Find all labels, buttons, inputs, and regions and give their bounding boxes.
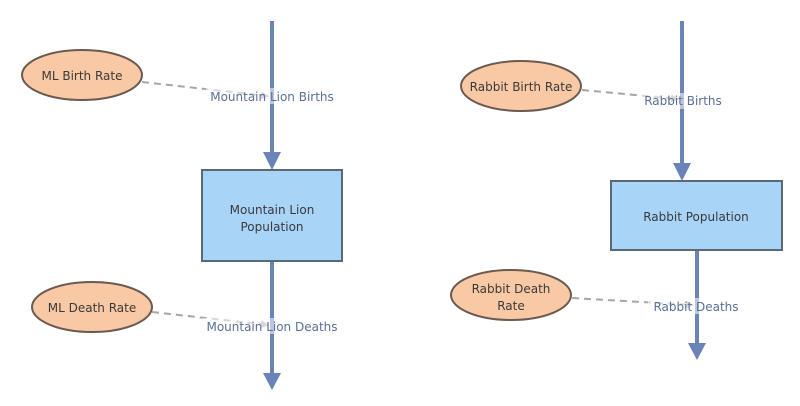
- arrowhead-icon: [688, 343, 706, 360]
- variable-ml-birth-rate[interactable]: ML Birth Rate: [21, 49, 143, 101]
- svg-text:Rate: Rate: [497, 299, 525, 313]
- svg-text:Population: Population: [240, 220, 303, 234]
- svg-text:Rabbit Births: Rabbit Births: [644, 94, 722, 108]
- stock-ml-population[interactable]: Mountain Lion Population: [201, 169, 343, 262]
- arrowhead-icon: [673, 163, 691, 181]
- flow-label-ml-deaths: Mountain Lion Deaths: [203, 318, 341, 334]
- svg-text:Rabbit Deaths: Rabbit Deaths: [653, 300, 738, 314]
- flow-label-rabbit-deaths: Rabbit Deaths: [648, 298, 744, 314]
- link-ml-birth-rate: [141, 81, 269, 100]
- svg-text:Rabbit Population: Rabbit Population: [643, 210, 749, 224]
- svg-text:Mountain Lion: Mountain Lion: [230, 203, 315, 217]
- variable-rabbit-birth-rate[interactable]: Rabbit Birth Rate: [460, 60, 582, 112]
- svg-text:ML Death Rate: ML Death Rate: [48, 301, 136, 315]
- svg-text:ML Birth Rate: ML Birth Rate: [42, 69, 123, 83]
- svg-text:Rabbit Death: Rabbit Death: [472, 282, 551, 296]
- svg-text:Rabbit Birth Rate: Rabbit Birth Rate: [470, 80, 573, 94]
- flow-label-rabbit-births: Rabbit Births: [637, 93, 729, 109]
- stock-rabbit-population[interactable]: Rabbit Population: [610, 180, 783, 251]
- variable-rabbit-death-rate[interactable]: Rabbit Death Rate: [450, 269, 572, 321]
- svg-text:Mountain Lion Deaths: Mountain Lion Deaths: [206, 320, 337, 334]
- arrowhead-icon: [263, 152, 281, 170]
- variable-ml-death-rate[interactable]: ML Death Rate: [31, 281, 153, 333]
- flow-label-ml-births: Mountain Lion Births: [206, 88, 340, 104]
- link-rabbit-birth-rate: [581, 89, 679, 103]
- arrowhead-icon: [263, 373, 281, 390]
- svg-text:Mountain Lion Births: Mountain Lion Births: [210, 90, 334, 104]
